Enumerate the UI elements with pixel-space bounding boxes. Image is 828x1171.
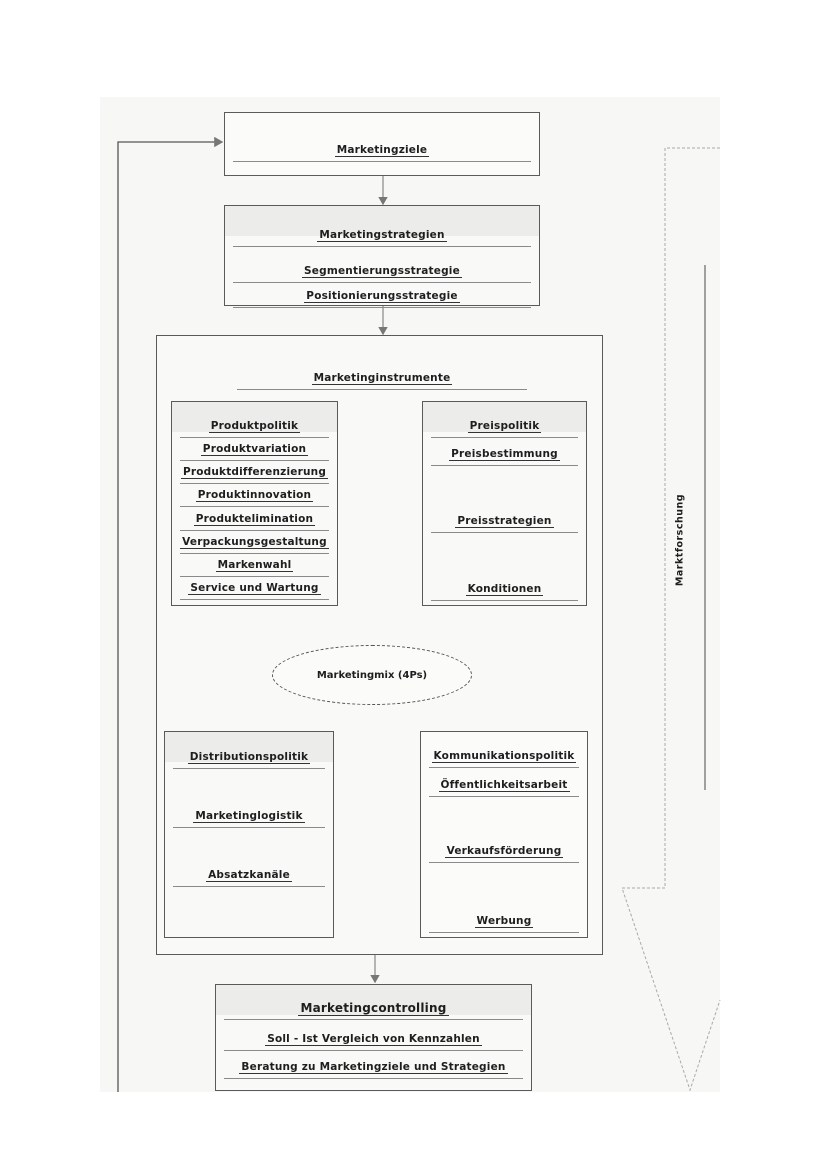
product-policy-title: Produktpolitik xyxy=(180,419,329,438)
product-item: Markenwahl xyxy=(180,558,329,577)
distribution-item: Absatzkanäle xyxy=(173,868,325,887)
price-item: Preisstrategien xyxy=(431,514,578,533)
distribution-policy-title: Distributionspolitik xyxy=(173,750,325,769)
product-item: Verpackungsgestaltung xyxy=(180,535,329,554)
instruments-title: Marketinginstrumente xyxy=(237,371,527,390)
distribution-item: Marketinglogistik xyxy=(173,809,325,828)
controlling-box: Marketingcontrolling Soll - Ist Vergleic… xyxy=(215,984,532,1091)
price-item: Konditionen xyxy=(431,582,578,601)
strategy-item: Positionierungsstrategie xyxy=(233,289,531,308)
strategy-item: Segmentierungsstrategie xyxy=(233,264,531,283)
product-item: Produktvariation xyxy=(180,442,329,461)
communication-item: Werbung xyxy=(429,914,579,933)
communication-item: Verkaufsförderung xyxy=(429,844,579,863)
communication-policy-title: Kommunikationspolitik xyxy=(429,749,579,768)
market-research-label: Marktforschung xyxy=(674,493,686,587)
goals-box: Marketingziele xyxy=(224,112,540,176)
communication-item: Öffentlichkeitsarbeit xyxy=(429,778,579,797)
distribution-policy-box: Distributionspolitik Marketinglogistik A… xyxy=(164,731,334,938)
strategies-title: Marketingstrategien xyxy=(233,228,531,247)
controlling-item: Beratung zu Marketingziele und Strategie… xyxy=(224,1060,523,1079)
product-item: Produktdifferenzierung xyxy=(180,465,329,484)
marketing-mix-ellipse: Marketingmix (4Ps) xyxy=(272,645,472,705)
price-item: Preisbestimmung xyxy=(431,447,578,466)
strategies-box: Marketingstrategien Segmentierungsstrate… xyxy=(224,205,540,308)
marketing-mix-label: Marketingmix (4Ps) xyxy=(316,669,428,681)
product-item: Service und Wartung xyxy=(180,581,329,600)
product-item: Produktinnovation xyxy=(180,488,329,507)
communication-policy-box: Kommunikationspolitik Öffentlichkeitsarb… xyxy=(420,731,588,938)
controlling-title: Marketingcontrolling xyxy=(224,1001,523,1020)
price-policy-box: Preispolitik Preisbestimmung Preisstrate… xyxy=(422,401,587,606)
controlling-item: Soll - Ist Vergleich von Kennzahlen xyxy=(224,1032,523,1051)
product-item: Produktelimination xyxy=(180,512,329,531)
price-policy-title: Preispolitik xyxy=(431,419,578,438)
goals-title: Marketingziele xyxy=(233,143,531,162)
product-policy-box: Produktpolitik Produktvariation Produktd… xyxy=(171,401,338,606)
